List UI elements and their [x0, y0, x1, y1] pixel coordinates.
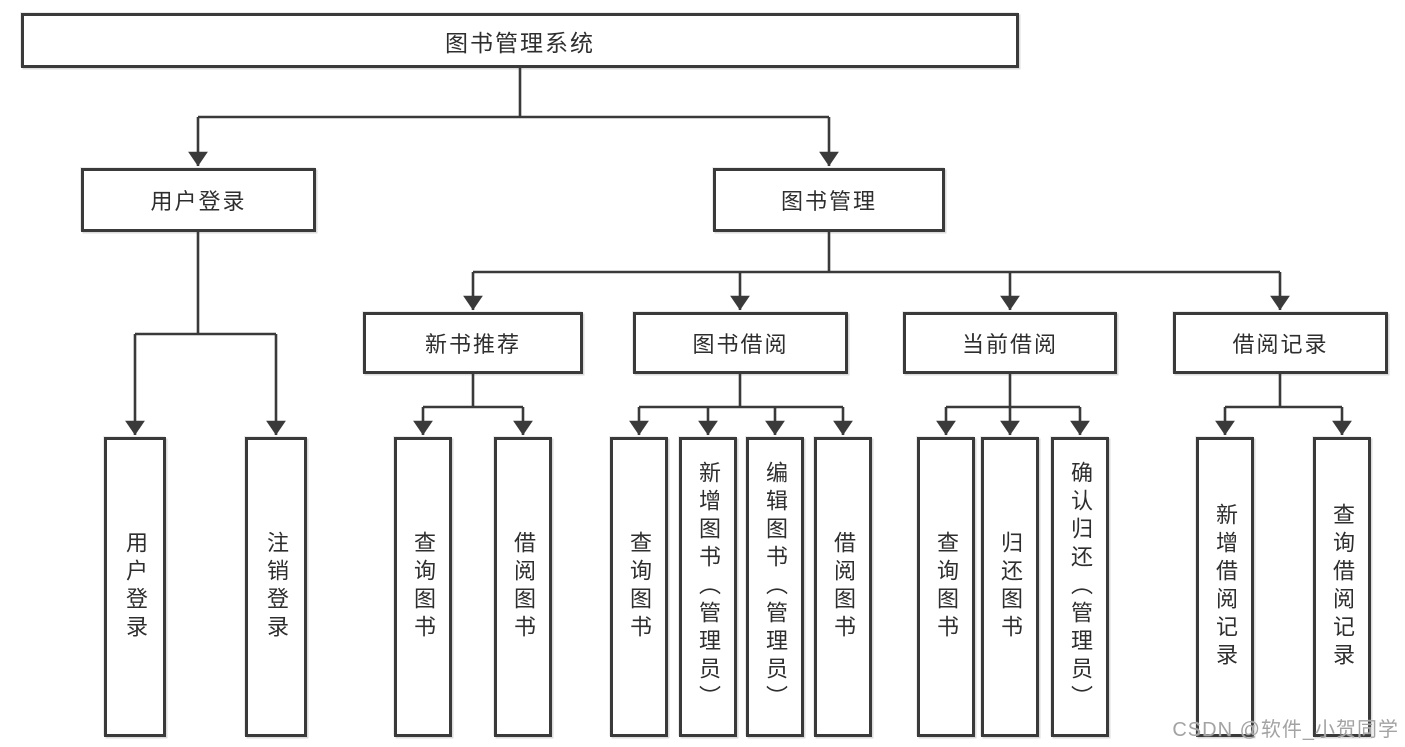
leaf-search-borrow-record: 查询借阅记录 [1313, 437, 1371, 737]
node-label: 查询图书 [411, 531, 436, 643]
node-label: 图书借阅 [692, 332, 789, 357]
leaf-add-borrow-record: 新增借阅记录 [1196, 437, 1254, 737]
node-label: 图书管理 [780, 189, 877, 214]
node-library-management-system: 图书管理系统 [21, 13, 1019, 68]
leaf-borrow-books-recommendation: 借阅图书 [494, 437, 552, 737]
node-label: 当前借阅 [961, 332, 1058, 357]
node-label: 确认归还（管理员） [1068, 461, 1093, 713]
node-label: 新增借阅记录 [1213, 503, 1238, 671]
leaf-return-books: 归还图书 [981, 437, 1039, 737]
leaf-add-books-admin: 新增图书（管理员） [679, 437, 737, 737]
node-borrowing-records: 借阅记录 [1173, 312, 1388, 374]
node-label: 查询图书 [934, 531, 959, 643]
node-label: 新增图书（管理员） [696, 461, 721, 713]
node-label: 借阅图书 [511, 531, 536, 643]
leaf-user-login: 用户登录 [104, 437, 166, 737]
node-new-book-recommendation: 新书推荐 [363, 312, 583, 374]
leaf-logout: 注销登录 [245, 437, 307, 737]
node-label: 用户登录 [123, 531, 148, 643]
node-book-management-branch: 图书管理 [713, 168, 945, 232]
node-label: 查询借阅记录 [1330, 503, 1355, 671]
node-user-login-branch: 用户登录 [81, 168, 316, 232]
node-label: 归还图书 [998, 531, 1023, 643]
node-label: 新书推荐 [424, 332, 521, 357]
node-label: 注销登录 [264, 531, 289, 643]
node-label: 借阅记录 [1232, 332, 1329, 357]
leaf-search-books-current: 查询图书 [917, 437, 975, 737]
leaf-edit-books-admin: 编辑图书（管理员） [746, 437, 804, 737]
csdn-watermark: CSDN @软件_小贺同学 [1172, 719, 1399, 741]
node-current-borrowing: 当前借阅 [903, 312, 1117, 374]
node-label: 用户登录 [150, 189, 247, 214]
node-label: 查询图书 [627, 531, 652, 643]
leaf-borrow-books: 借阅图书 [814, 437, 872, 737]
node-book-borrowing: 图书借阅 [633, 312, 848, 374]
leaf-search-books-recommendation: 查询图书 [394, 437, 452, 737]
leaf-confirm-return-admin: 确认归还（管理员） [1051, 437, 1109, 737]
node-label: 借阅图书 [831, 531, 856, 643]
node-label: 图书管理系统 [445, 29, 595, 56]
node-label: 编辑图书（管理员） [763, 461, 788, 713]
leaf-search-books-borrowing: 查询图书 [610, 437, 668, 737]
